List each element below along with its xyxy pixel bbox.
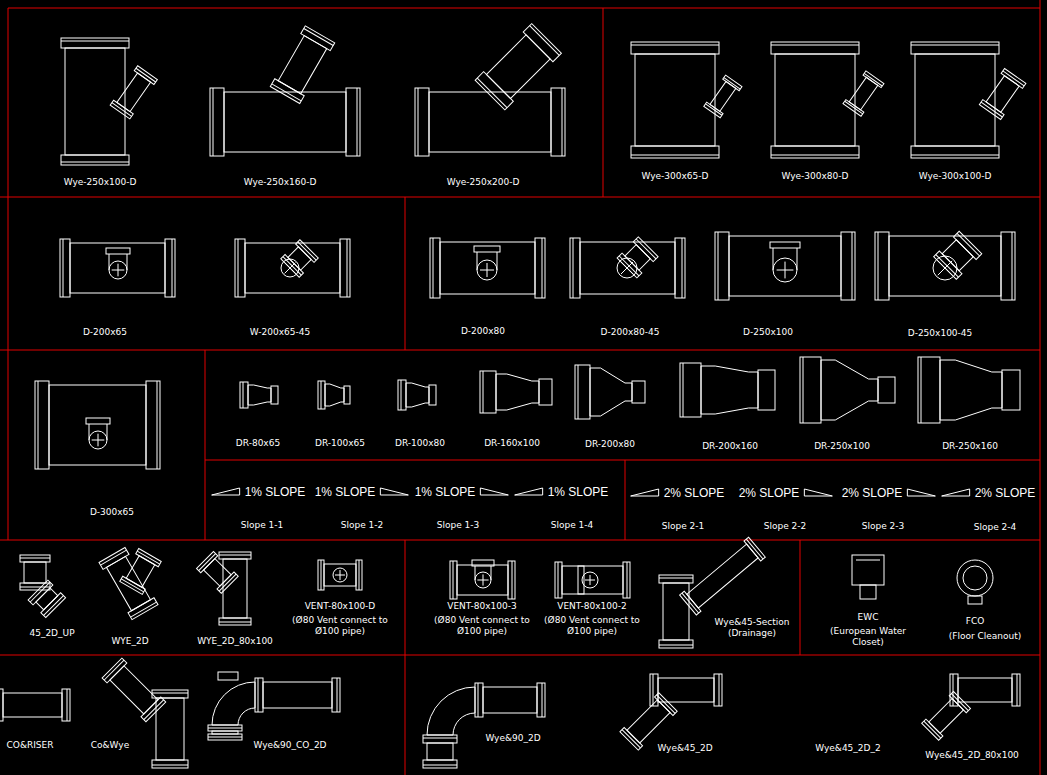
fitting-label: DR-250x100 <box>813 441 871 452</box>
slope-label: 1% SLOPE <box>414 485 477 499</box>
fitting-label: (Floor Cleanout) <box>948 631 1023 642</box>
fitting-label: Slope 1-1 <box>240 520 285 531</box>
fitting-label: Wye-250x200-D <box>446 177 521 188</box>
fitting-label: DR-160x100 <box>483 438 541 449</box>
fitting-label: Slope 2-1 <box>661 521 706 532</box>
fitting-label: Wye&90_CO_2D <box>252 740 327 751</box>
fitting-label: FCO <box>965 616 986 627</box>
fitting-label: DR-100x65 <box>314 438 366 449</box>
fitting-label: DR-250x160 <box>941 441 999 452</box>
slope-label: 1% SLOPE <box>314 485 377 499</box>
fitting-label: Wye&45_2D <box>656 743 713 754</box>
slope-label: 1% SLOPE <box>244 485 307 499</box>
slope-label: 2% SLOPE <box>841 486 904 500</box>
fitting-label: Co&Wye <box>90 740 130 751</box>
fitting-label: Wye-300x80-D <box>781 171 850 182</box>
fitting-label: WYE_2D_80x100 <box>196 636 274 647</box>
fitting-label: Wye-250x160-D <box>243 177 318 188</box>
fitting-label: D-250x100 <box>742 327 794 338</box>
fitting-label: Slope 2-4 <box>973 522 1018 533</box>
fitting-label: Wye&45-Section (Drainage) <box>711 617 793 639</box>
slope-label: 2% SLOPE <box>663 486 726 500</box>
fitting-label: DR-200x160 <box>701 441 759 452</box>
fitting-label: Slope 1-4 <box>550 520 595 531</box>
fitting-label: Wye&45_2D_2 <box>814 743 881 754</box>
fitting-label: DR-200x80 <box>584 439 636 450</box>
fitting-label: DR-100x80 <box>394 438 446 449</box>
fitting-label: VENT-80x100-2 <box>556 601 627 612</box>
fitting-label: Slope 2-2 <box>763 521 808 532</box>
fitting-label: (Ø80 Vent connect to Ø100 pipe) <box>284 615 396 637</box>
fitting-label: DR-80x65 <box>235 438 281 449</box>
fitting-label: Wye-250x100-D <box>63 177 138 188</box>
fitting-label: D-200x80-45 <box>600 327 661 338</box>
fitting-label: VENT-80x100-D <box>304 601 377 612</box>
fitting-label: CO&RISER <box>6 740 55 751</box>
fitting-label: Wye&45_2D_80x100 <box>924 750 1020 761</box>
fitting-label: Wye-300x100-D <box>918 171 993 182</box>
fitting-label: (Ø80 Vent connect to Ø100 pipe) <box>426 615 538 637</box>
fitting-label: EWC <box>857 612 880 623</box>
fitting-label: 45_2D_UP <box>28 628 75 639</box>
slope-label: 1% SLOPE <box>547 485 610 499</box>
fitting-label: (European Water Closet) <box>817 626 919 648</box>
fitting-label: D-200x65 <box>82 327 128 338</box>
slope-label: 2% SLOPE <box>738 486 801 500</box>
fitting-label: VENT-80x100-3 <box>446 601 517 612</box>
fitting-label: Slope 2-3 <box>861 521 906 532</box>
fitting-label: D-200x80 <box>460 326 506 337</box>
fitting-label: Wye-300x65-D <box>641 171 710 182</box>
fitting-label: W-200x65-45 <box>249 327 311 338</box>
fitting-label: Slope 1-2 <box>340 520 385 531</box>
fitting-label: D-250x100-45 <box>907 328 974 339</box>
fitting-label: WYE_2D <box>110 636 149 647</box>
fitting-label: D-300x65 <box>89 507 135 518</box>
fitting-label: (Ø80 Vent connect to Ø100 pipe) <box>536 615 648 637</box>
fitting-label: Wye&90_2D <box>484 733 541 744</box>
fitting-label: Slope 1-3 <box>436 520 481 531</box>
slope-label: 2% SLOPE <box>974 486 1037 500</box>
